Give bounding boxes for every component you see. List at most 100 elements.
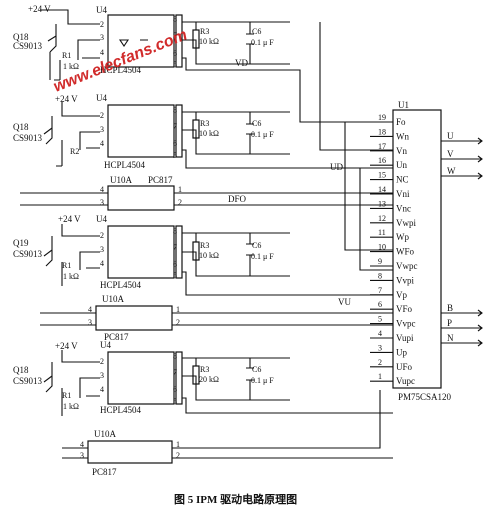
optocoupler-ref: U4 [100, 340, 111, 350]
driver-stage-3: +24 V U4 Q19 CS9013 R1 1 kΩ HCPL4504 R3 … [13, 214, 393, 307]
svg-text:4: 4 [80, 440, 84, 449]
capacitor-value: 0.1 μ F [251, 252, 274, 261]
optocoupler-part: HCPL4504 [100, 405, 142, 415]
ipm-pin-name: Up [396, 347, 407, 357]
svg-text:4: 4 [100, 139, 104, 148]
ipm-pin-number: 9 [378, 257, 382, 266]
capacitor-value: 0.1 μ F [251, 376, 274, 385]
ipm-ref: U1 [398, 100, 409, 110]
ipm-pin-name: Vupc [396, 376, 415, 386]
svg-text:2: 2 [100, 357, 104, 366]
svg-text:7: 7 [173, 122, 177, 131]
svg-text:2: 2 [178, 198, 182, 207]
svg-text:3: 3 [88, 318, 92, 327]
ipm-pin-name: Vvpi [396, 275, 414, 285]
net-label-vd: VD [235, 58, 248, 68]
svg-text:4: 4 [100, 185, 104, 194]
svg-text:6: 6 [173, 260, 177, 269]
ipm-pin-name: Wp [396, 232, 409, 242]
ipm-pin-number: 10 [378, 243, 386, 252]
svg-text:8: 8 [173, 352, 177, 361]
supply-label: +24 V [28, 4, 51, 14]
ipm-pin-name: Wn [396, 131, 409, 141]
resistor-r3: R3 [200, 241, 209, 250]
fault-buffer-3: U10A PC817 4 3 1 2 [62, 390, 393, 477]
transistor-ref: Q19 [13, 238, 29, 248]
svg-text:1: 1 [176, 305, 180, 314]
ipm-pin-name: Un [396, 160, 407, 170]
resistor-r1-value: 1 kΩ [63, 62, 79, 71]
svg-text:6: 6 [173, 385, 177, 394]
svg-text:5: 5 [173, 151, 177, 160]
resistor-r3-value: 10 kΩ [199, 129, 219, 138]
capacitor-ref: C6 [252, 241, 261, 250]
driver-stage-4: +24 V U4 Q18 CS9013 R1 1 kΩ HCPL4504 R3 … [13, 340, 393, 416]
net-label-vu: VU [338, 297, 351, 307]
svg-text:2: 2 [176, 318, 180, 327]
transistor-part: CS9013 [13, 249, 43, 259]
ipm-pin-name: WFo [396, 247, 415, 257]
buffer-ref: U10A [94, 429, 116, 439]
resistor-r1-value: 1 kΩ [63, 402, 79, 411]
resistor-r3-value: 10 kΩ [199, 37, 219, 46]
optocoupler-part: HCPL4504 [100, 280, 142, 290]
ipm-pin-number: 16 [378, 156, 386, 165]
ipm-pin-number: 1 [378, 372, 382, 381]
buffer-part: PC817 [148, 175, 173, 185]
net-label-ud: UD [330, 162, 343, 172]
ipm-pin-name: Fo [396, 117, 406, 127]
ipm-pin-name: Vwpc [396, 261, 418, 271]
ipm-pin-name: Vwpi [396, 218, 416, 228]
ipm-pin-number: 13 [378, 199, 386, 208]
transistor-ref: Q18 [13, 32, 29, 42]
transistor-part: CS9013 [13, 41, 43, 51]
svg-text:4: 4 [88, 305, 92, 314]
svg-text:1: 1 [176, 440, 180, 449]
ipm-pin-name: Vn [396, 146, 407, 156]
capacitor-value: 0.1 μ F [251, 130, 274, 139]
svg-text:2: 2 [100, 231, 104, 240]
fault-buffer-2: U10A PC817 4 3 1 2 [40, 294, 393, 342]
svg-text:5: 5 [173, 271, 177, 280]
ipm-pin-number: 4 [378, 329, 382, 338]
resistor-r2: R2 [70, 147, 79, 156]
svg-text:1: 1 [178, 185, 182, 194]
supply-label: +24 V [55, 94, 78, 104]
svg-text:7: 7 [173, 31, 177, 40]
ipm-pin-name: Vni [396, 189, 410, 199]
output-u: U [447, 131, 454, 141]
ipm-pin-number: 15 [378, 171, 386, 180]
transistor-ref: Q18 [13, 122, 29, 132]
svg-text:4: 4 [100, 48, 104, 57]
svg-text:2: 2 [100, 111, 104, 120]
ipm-pin-name: Vvpc [396, 319, 416, 329]
buffer-ref: U10A [110, 175, 132, 185]
resistor-r3: R3 [200, 27, 209, 36]
resistor-r3: R3 [200, 365, 209, 374]
dfo-label: DFO [228, 194, 247, 204]
ipm-pin-number: 3 [378, 343, 382, 352]
resistor-r1-value: 1 kΩ [63, 272, 79, 281]
svg-text:7: 7 [173, 243, 177, 252]
buffer-part: PC817 [92, 467, 117, 477]
supply-label: +24 V [55, 341, 78, 351]
ipm-pin-name: UFo [396, 362, 413, 372]
resistor-r1: R1 [62, 261, 71, 270]
ipm-pin-number: 8 [378, 271, 382, 280]
svg-text:3: 3 [100, 198, 104, 207]
ipm-part: PM75CSA120 [398, 392, 452, 402]
output-w: W [447, 166, 456, 176]
ipm-pin-number: 19 [378, 113, 386, 122]
fault-buffer-1: U10A PC817 DFO 4 3 1 2 [20, 175, 393, 211]
output-n: N [447, 333, 454, 343]
ipm-pin-number: 2 [378, 358, 382, 367]
capacitor-value: 0.1 μ F [251, 38, 274, 47]
ipm-pin-number: 18 [378, 127, 386, 136]
svg-text:5: 5 [173, 397, 177, 406]
svg-text:7: 7 [173, 368, 177, 377]
figure-caption: 图 5 IPM 驱动电路原理图 [174, 492, 297, 506]
svg-text:3: 3 [100, 125, 104, 134]
buffer-ref: U10A [102, 294, 124, 304]
capacitor-ref: C6 [252, 365, 261, 374]
